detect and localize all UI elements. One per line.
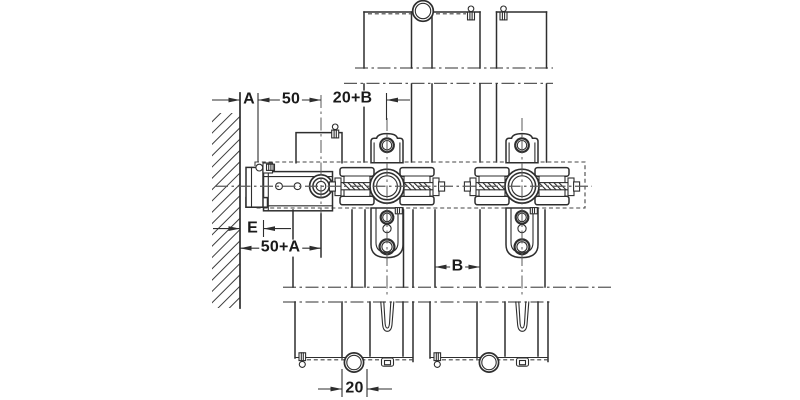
dim-label-b: B [449,257,466,276]
top-roller [411,0,435,23]
screw-icon [499,5,508,21]
dimension-annotations [212,93,480,397]
upper-track-section [363,0,548,69]
dim-label-50-plus-a: 50+A [258,238,303,257]
screw-icon [331,123,340,139]
wall-hatching [212,92,241,309]
wall-bracket [245,162,276,208]
mounting-rail [262,170,334,212]
centerlines [215,95,592,296]
dim-label-20-plus-b: 20+B [330,89,375,107]
screw-icon [466,5,476,21]
suspension-housing [295,123,343,164]
dim-label-e: E [246,219,259,237]
bottom-panel-right [430,302,548,372]
dim-label-20: 20 [344,379,365,398]
section-break-lines [283,67,612,303]
dim-label-50: 50 [279,90,303,109]
dim-label-a: A [242,90,256,109]
bottom-panel-left [295,302,413,372]
